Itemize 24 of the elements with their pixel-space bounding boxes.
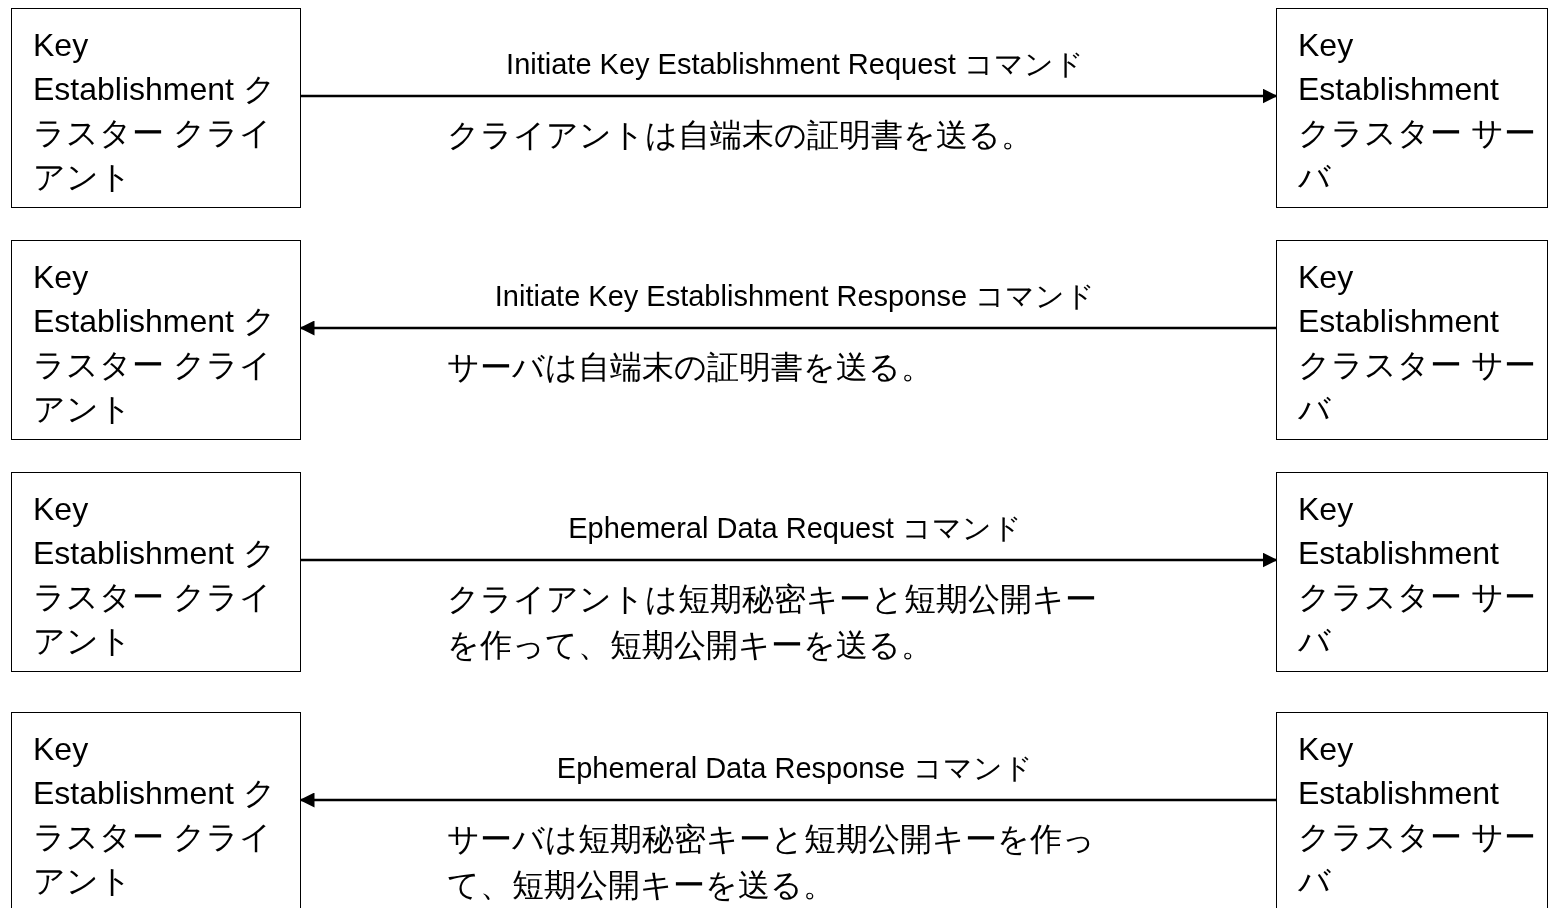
participant-box: [11, 8, 301, 208]
participant-name: Key Establishment クラスター クライアント: [33, 26, 277, 197]
participant-name: Key Establishment クラスター サーバ: [1298, 26, 1537, 197]
participant-name: Key Establishment クラスター クライアント: [33, 730, 277, 901]
participant-box: [11, 240, 301, 440]
participant-name: Key Establishment クラスター サーバ: [1298, 490, 1537, 661]
participant-box: [1276, 712, 1548, 908]
arrow: [301, 552, 1278, 568]
arrow: [299, 320, 1276, 336]
participant-name: Key Establishment クラスター クライアント: [33, 258, 277, 429]
message-description: サーバは短期秘密キーと短期公開キーを作って、短期公開キーを送る。: [447, 820, 1096, 905]
message-description: クライアントは自端末の証明書を送る。: [447, 116, 1034, 155]
participant-box: [11, 712, 301, 908]
message-description: クライアントは短期秘密キーと短期公開キーを作って、短期公開キーを送る。: [447, 580, 1097, 665]
participant-box: [11, 472, 301, 672]
participant-name: Key Establishment クラスター クライアント: [33, 490, 277, 661]
arrow: [299, 792, 1276, 808]
participant-name: Key Establishment クラスター サーバ: [1298, 258, 1537, 429]
participant-box: [1276, 240, 1548, 440]
participant-box: [1276, 472, 1548, 672]
arrow: [301, 88, 1278, 104]
participant-name: Key Establishment クラスター サーバ: [1298, 730, 1537, 901]
message-description: サーバは自端末の証明書を送る。: [447, 348, 934, 387]
participant-box: [1276, 8, 1548, 208]
